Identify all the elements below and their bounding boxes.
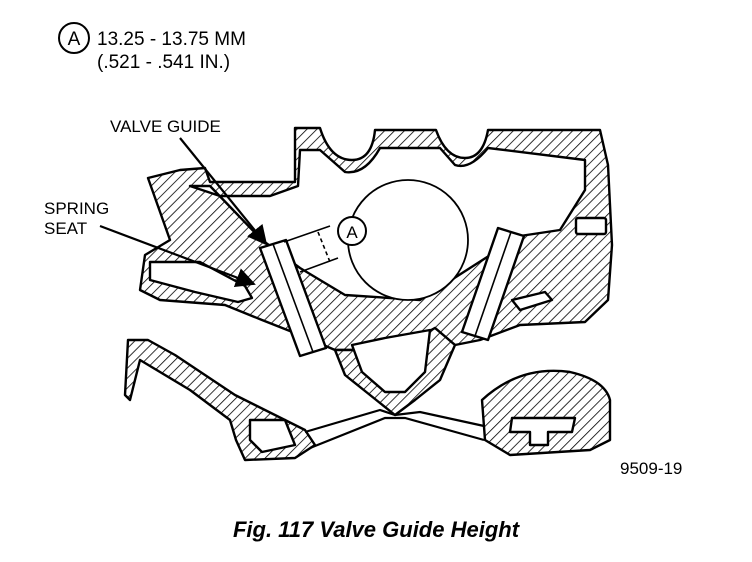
lower-left-pocket <box>248 418 297 454</box>
callouts: VALVE GUIDE SPRING SEAT <box>44 117 268 287</box>
lower-right-slot <box>508 416 577 447</box>
spec-header: A 13.25 - 13.75 MM (.521 - .541 IN.) <box>58 22 246 73</box>
cylinder-head-section: A <box>123 126 614 462</box>
spring-seat-leader <box>99 224 256 287</box>
center-web-cavity <box>350 328 432 394</box>
dimension-marker: A <box>346 223 358 242</box>
marker-a-circle <box>58 22 90 54</box>
spec-imperial: (.521 - .541 IN.) <box>97 52 230 73</box>
figure-caption: Fig. 117 Valve Guide Height <box>233 517 521 542</box>
valve-guide-leader <box>179 137 268 246</box>
label-spring-seat-2: SEAT <box>44 219 87 238</box>
exhaust-slot <box>574 216 608 236</box>
lower-right-casting <box>480 369 612 457</box>
label-spring-seat-1: SPRING <box>44 199 109 218</box>
label-valve-guide: VALVE GUIDE <box>110 117 221 136</box>
figure-number: 9509-19 <box>620 459 682 478</box>
spec-marker: A <box>68 29 81 50</box>
dimension-marker-circle <box>337 216 367 246</box>
spec-metric: 13.25 - 13.75 MM <box>97 29 246 50</box>
exhaust-passage <box>510 290 554 312</box>
cam-bore <box>347 179 469 301</box>
